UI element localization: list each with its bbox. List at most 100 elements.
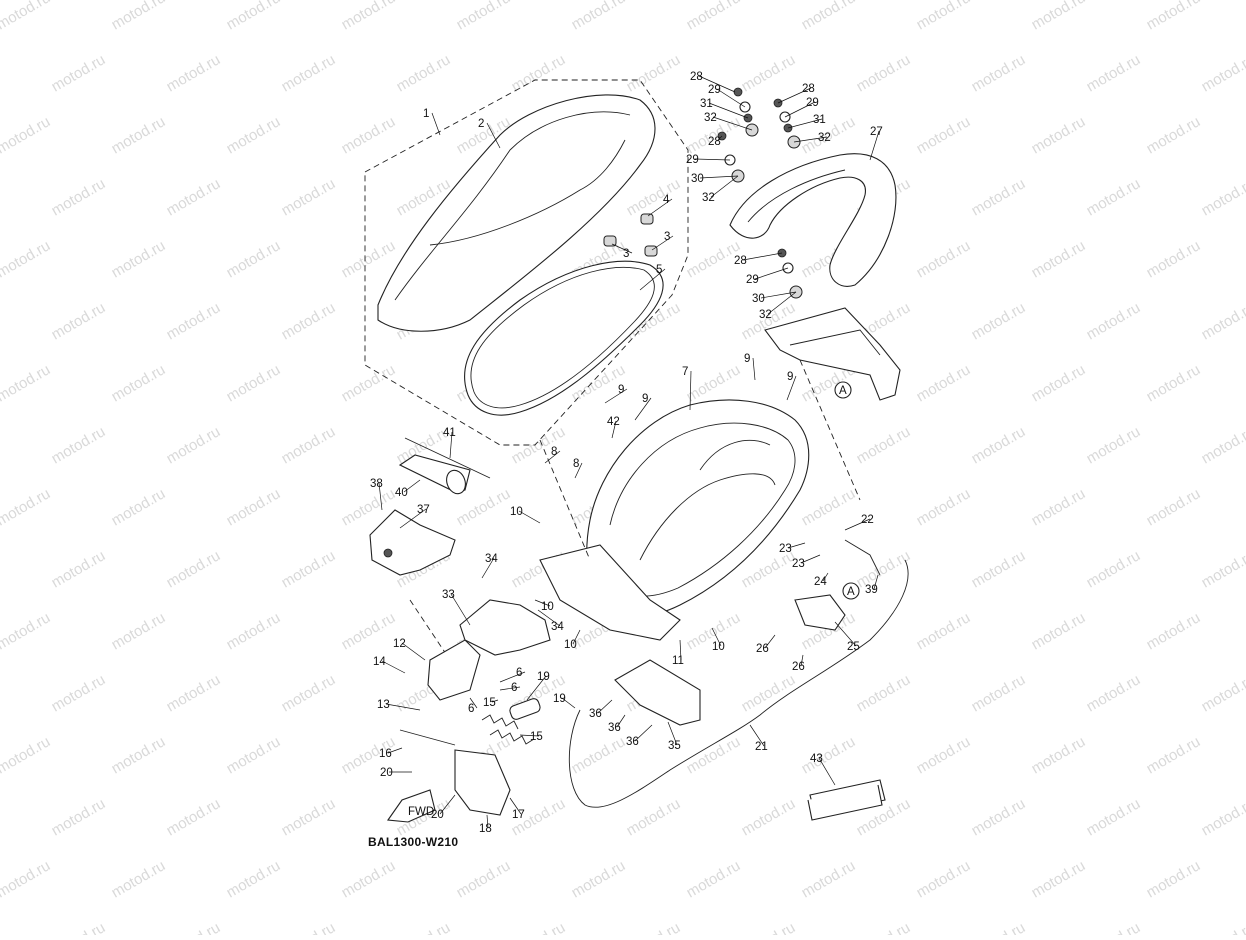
watermark-text: motod.ru (164, 671, 224, 715)
watermark-text: motod.ru (49, 423, 109, 467)
watermark-text: motod.ru (1199, 423, 1246, 467)
callout-c31b: 31 (788, 114, 826, 128)
seat-damper-a (604, 236, 616, 246)
leader-line (432, 113, 440, 135)
watermark-text: motod.ru (224, 609, 284, 653)
part-number-label: 10 (564, 639, 577, 651)
watermark-text: motod.ru (454, 0, 514, 33)
part-number-label: 37 (417, 504, 430, 516)
part-number-label: 3 (623, 248, 629, 260)
callout-c32c: 32 (702, 176, 738, 204)
part-number-label: 36 (608, 722, 621, 734)
watermark-text: motod.ru (1084, 423, 1144, 467)
watermark-text: motod.ru (109, 237, 169, 281)
watermark-text: motod.ru (164, 795, 224, 839)
callout-c20a: 20 (380, 767, 412, 779)
part-number-label: 29 (708, 84, 721, 96)
part-number-label: 31 (813, 114, 826, 126)
callout-c24: 24 (814, 573, 828, 588)
callout-c42: 42 (607, 416, 620, 438)
part-number-label: 4 (663, 194, 670, 206)
watermark-text: motod.ru (1084, 299, 1144, 343)
callout-c6c: 6 (468, 698, 477, 715)
watermark-text: motod.ru (279, 919, 339, 935)
callout-c26b: 26 (792, 655, 805, 673)
watermark-text: motod.ru (279, 423, 339, 467)
watermark-text: motod.ru (969, 671, 1029, 715)
watermark-text: motod.ru (49, 547, 109, 591)
callout-c35: 35 (668, 722, 681, 752)
part-number-label: 34 (551, 621, 564, 633)
watermark-text: motod.ru (49, 919, 109, 935)
callout-c9b: 9 (635, 393, 651, 420)
watermark-text: motod.ru (1199, 175, 1246, 219)
part-number-label: 25 (847, 641, 860, 653)
part-number-label: 31 (700, 98, 713, 110)
part-number-label: 43 (810, 753, 823, 765)
watermark-text: motod.ru (969, 51, 1029, 95)
watermark-text: motod.ru (1084, 671, 1144, 715)
watermark-text: motod.ru (1029, 857, 1089, 901)
watermark-text: motod.ru (454, 857, 514, 901)
callout-c28d: 28 (734, 253, 782, 267)
part-number-label: 6 (511, 682, 517, 694)
part-number-label: 30 (752, 293, 765, 305)
watermark-text: motod.ru (1084, 919, 1144, 935)
watermark-text: motod.ru (164, 919, 224, 935)
part-number-label: 10 (541, 601, 554, 613)
part-number-label: 10 (510, 506, 523, 518)
part-number-label: 40 (395, 487, 408, 499)
watermark-text: motod.ru (339, 857, 399, 901)
stand-bracket-lower (455, 750, 510, 815)
part-number-label: 9 (744, 353, 750, 365)
part-number-label: 38 (370, 478, 383, 490)
watermark-text: motod.ru (1029, 113, 1089, 157)
watermark-text: motod.ru (109, 609, 169, 653)
callout-c29c: 29 (686, 154, 730, 166)
callout-c40: 40 (395, 480, 420, 499)
watermark-text: motod.ru (969, 795, 1029, 839)
watermark-text: motod.ru (224, 485, 284, 529)
watermark-text: motod.ru (969, 299, 1029, 343)
watermark-text: motod.ru (684, 361, 744, 405)
watermark-text: motod.ru (49, 299, 109, 343)
part-number-label: 18 (479, 823, 492, 835)
watermark-text: motod.ru (49, 51, 109, 95)
watermark-text: motod.ru (1084, 547, 1144, 591)
watermark-text: motod.ru (0, 733, 53, 777)
watermark-text: motod.ru (914, 237, 974, 281)
part-number-label: 23 (779, 543, 792, 555)
part-number-label: 34 (485, 553, 498, 565)
callout-c18: 18 (479, 815, 492, 835)
part-number-label: 26 (756, 643, 769, 655)
callout-c1: 1 (423, 108, 440, 135)
callout-c12: 12 (393, 638, 425, 660)
watermark-text: motod.ru (224, 361, 284, 405)
part-number-label: 13 (377, 699, 390, 711)
callout-c11: 11 (672, 640, 684, 667)
part-number-label: 2 (478, 118, 484, 130)
callout-c9d: 9 (787, 371, 796, 400)
part-number-label: 30 (691, 173, 704, 185)
part-number-label: 32 (818, 132, 831, 144)
watermark-text: motod.ru (914, 361, 974, 405)
watermark-text: motod.ru (854, 423, 914, 467)
part-number-label: 1 (423, 108, 429, 120)
watermark-text: motod.ru (339, 113, 399, 157)
part-number-label: 36 (589, 708, 602, 720)
ref-label-a2: A (847, 586, 855, 598)
watermark-text: motod.ru (624, 51, 684, 95)
tray-screw (384, 549, 392, 557)
callout-c29d: 29 (746, 268, 788, 286)
watermark-text: motod.ru (1144, 733, 1204, 777)
watermark-text: motod.ru (914, 609, 974, 653)
callout-c36c: 36 (626, 725, 652, 748)
watermark-text: motod.ru (164, 423, 224, 467)
watermark-text: motod.ru (1144, 609, 1204, 653)
callout-c8b: 8 (573, 458, 582, 478)
callout-c30a: 30 (691, 173, 738, 185)
watermark-text: motod.ru (1199, 919, 1246, 935)
callout-c34a: 34 (482, 553, 498, 578)
part-number-label: 8 (573, 458, 579, 470)
watermark-text: motod.ru (569, 733, 629, 777)
